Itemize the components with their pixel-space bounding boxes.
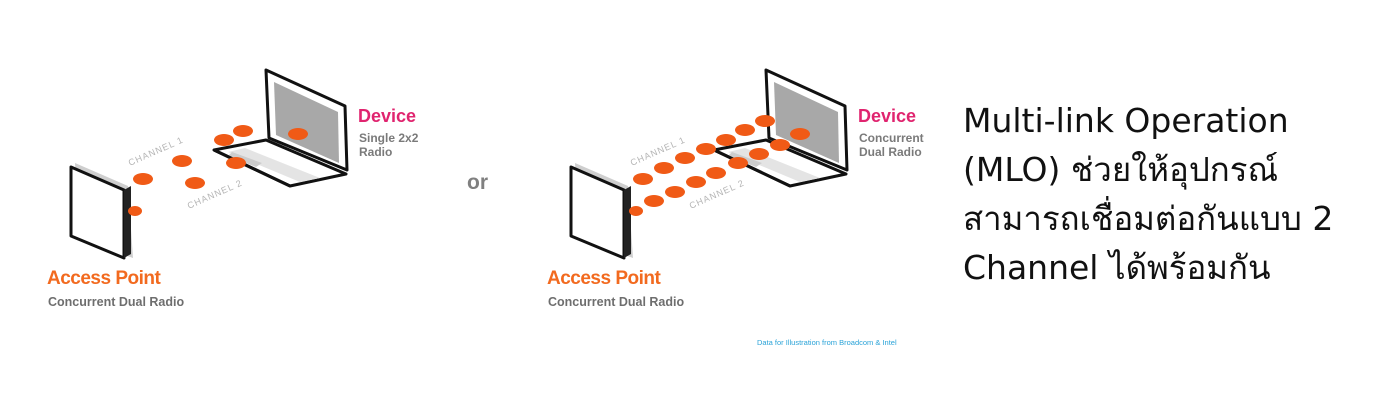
- right-device-title: Device: [858, 106, 917, 126]
- left-access-point-subtitle: Concurrent Dual Radio: [48, 295, 185, 309]
- right-access-point-icon: [569, 163, 633, 260]
- or-separator: or: [467, 171, 488, 194]
- right-access-point-subtitle: Concurrent Dual Radio: [548, 295, 685, 309]
- left-device-title: Device: [358, 106, 417, 126]
- right-device-subtitle: Concurrent Dual Radio: [859, 131, 924, 159]
- right-laptop-icon: [712, 68, 849, 188]
- right-channel-2-dots: [629, 139, 790, 216]
- left-device-subtitle: Single 2x2 Radio: [359, 131, 419, 159]
- left-channel-1-dots: [133, 125, 308, 185]
- left-access-point-icon: [69, 163, 133, 260]
- left-access-point-title: Access Point: [47, 268, 161, 289]
- right-channel-1-dots: [633, 115, 810, 185]
- right-channel-1-label: CHANNEL 1: [629, 135, 687, 168]
- left-laptop-icon: [212, 68, 349, 188]
- mlo-caption: Multi-link Operation (MLO) ช่วยให้อุปกรณ…: [963, 101, 1334, 287]
- left-channel-2-dots: [128, 157, 246, 216]
- right-access-point-title: Access Point: [547, 268, 661, 289]
- data-credit: Data for Illustration from Broadcom & In…: [757, 338, 897, 347]
